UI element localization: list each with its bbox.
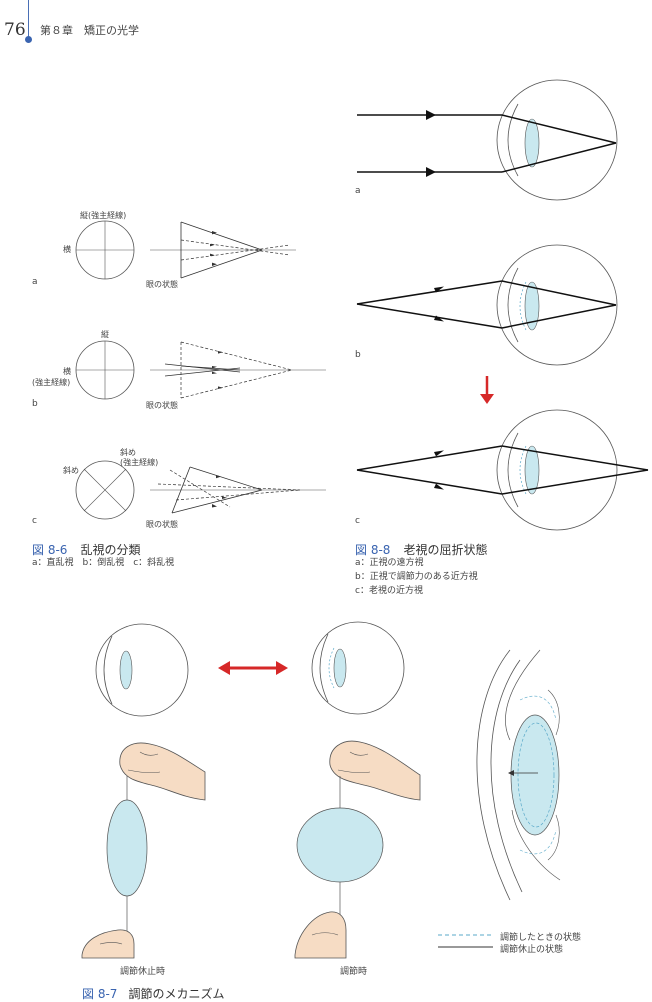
fig87-number: 図 8-7: [82, 987, 118, 1001]
fig87-right-lens: [296, 807, 384, 883]
fig88a-letter: a: [355, 186, 361, 196]
fig86c-oblique-note: (強主経線): [120, 458, 159, 467]
fig86b-horizontal-note: (強主経線): [32, 378, 71, 387]
fig87-eye-accommodated: [311, 621, 405, 715]
fig86-title: 乱視の分類: [80, 543, 141, 557]
fig86-a-drawing: [75, 220, 296, 280]
fig88-caption: 図 8-8 老視の屈折状態: [355, 539, 488, 558]
fig88-line-a: a：正視の遠方視: [355, 558, 424, 568]
fig88b-letter: b: [355, 350, 361, 360]
fig88-a-drawing: [357, 79, 618, 201]
header-rule: [28, 0, 29, 40]
fig88-red-arrow: [480, 376, 494, 404]
fig86-c-drawing: [75, 460, 326, 520]
legend-solid-label: 調節休止の状態: [500, 945, 564, 955]
fig86c-state-label: 眼の状態: [146, 520, 178, 529]
fig86-caption: 図 8-6 乱視の分類: [32, 539, 141, 558]
fig86a-letter: a: [32, 277, 38, 287]
chapter-title: 第８章 矯正の光学: [40, 24, 139, 37]
fig87-left-hand-top: [119, 742, 206, 801]
fig86c-letter: c: [32, 516, 37, 526]
page-number: 76: [4, 20, 26, 40]
fig86c-oblique-left: 斜め: [63, 466, 79, 475]
fig86a-horizontal-label: 横: [63, 245, 71, 254]
fig88-title: 老視の屈折状態: [403, 543, 488, 557]
fig87-right-hand-top: [329, 740, 421, 801]
fig87-right-caption: 調節時: [340, 967, 368, 977]
header-dot: [25, 36, 32, 43]
fig87-eye-relaxed: [95, 623, 189, 717]
fig88-line-b: b：正視で調節力のある近方視: [355, 572, 478, 582]
fig87-left-hand-bottom: [81, 929, 135, 959]
fig86a-vertical-label: 縦(強主経線): [80, 211, 127, 220]
fig86b-vertical-label: 縦: [101, 330, 109, 339]
fig87-left-caption: 調節休止時: [120, 967, 166, 977]
fig86-b-drawing: [75, 340, 326, 400]
fig86b-horizontal-label: 横: [63, 367, 71, 376]
fig86c-oblique-top: 斜め: [120, 448, 136, 457]
fig87-left-lens: [106, 799, 148, 897]
fig88c-letter: c: [355, 516, 360, 526]
fig88-c-drawing: [356, 409, 649, 531]
fig86a-state-label: 眼の状態: [146, 280, 178, 289]
fig87-ciliary-section: [476, 649, 561, 901]
fig88-b-drawing: [356, 244, 618, 366]
fig86-number: 図 8-6: [32, 543, 68, 557]
fig88-number: 図 8-8: [355, 543, 391, 557]
fig87-double-arrow: [218, 661, 288, 675]
fig86-subtitle: a：直乱視 b：倒乱視 c：斜乱視: [32, 558, 175, 568]
fig86b-letter: b: [32, 399, 38, 409]
fig87-caption: 図 8-7 調節のメカニズム: [82, 983, 225, 1002]
legend-dashed-label: 調節したときの状態: [500, 933, 582, 943]
fig88-line-c: c：老視の近方視: [355, 586, 423, 596]
fig86b-state-label: 眼の状態: [146, 401, 178, 410]
fig87-right-hand-bottom: [294, 911, 347, 959]
fig87-title: 調節のメカニズム: [128, 987, 225, 1001]
